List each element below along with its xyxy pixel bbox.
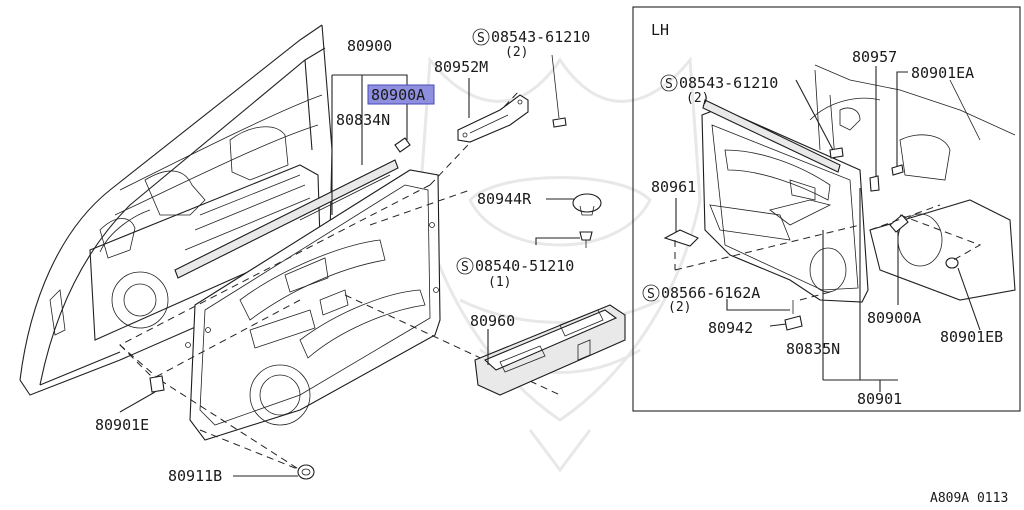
lh-label-80900A: 80900A [867,309,921,327]
qty-08540-51210: (1) [488,275,511,290]
label-80960: 80960 [470,312,515,330]
figure-reference: A809A 0113 [930,491,1008,506]
lh-assembly-lines [674,204,982,301]
pin-80900A [394,137,411,153]
screw-symbol-icon [456,257,474,275]
screw-08540-51210 [579,231,593,248]
screw-symbol-s: S [461,260,469,275]
qty-08543-61210: (2) [505,45,528,60]
lh-door-body [809,64,1016,301]
labels-main: 80900 80900A 80834N 80952M S 08543-61210… [95,28,590,485]
lh-qty-08543-61210: (2) [686,91,709,106]
highlight-80900A [367,84,435,105]
clip-80901E [149,375,165,393]
label-80900: 80900 [347,37,392,55]
label-08540-51210: 08540-51210 [475,257,574,275]
screw-symbol-s: S [647,287,655,302]
lh-leader-lines [675,66,981,392]
screw-symbol-s: S [665,77,673,92]
screw-symbol-icon [642,284,660,302]
lh-label-80942: 80942 [708,319,753,337]
lh-label-80901EA: 80901EA [911,64,974,82]
switch-bezel-80960 [474,304,626,396]
label-80900A[interactable]: 80900A [371,86,425,104]
inset-title: LH [651,21,669,39]
lh-qty-08566-6162A: (2) [668,300,691,315]
label-80952M: 80952M [434,58,488,76]
lh-label-08543-61210: 08543-61210 [679,74,778,92]
label-80834N: 80834N [336,111,390,129]
bracket-80952M [457,94,529,143]
screw-08543-61210 [551,54,567,128]
clip-80944R [572,193,602,216]
weatherstrip-80834N [174,159,399,279]
screw-symbol-icon [660,74,678,92]
lh-small-parts [663,147,959,331]
door-trim-panel [185,169,441,441]
label-80901E: 80901E [95,416,149,434]
lh-label-80901: 80901 [857,390,902,408]
lh-inset [632,6,1021,412]
label-08543-61210: 08543-61210 [491,28,590,46]
screw-80911B [297,464,315,480]
lh-label-80957: 80957 [852,48,897,66]
label-80944R: 80944R [477,190,532,208]
lh-label-80835N: 80835N [786,340,840,358]
lh-label-08566-6162A: 08566-6162A [661,284,760,302]
label-80911B: 80911B [168,467,222,485]
screw-symbol-icon [472,28,490,46]
lh-label-80961: 80961 [651,178,696,196]
lh-trim-panel [701,99,869,303]
screw-symbol-s: S [477,31,485,46]
labels-lh: LH S 08543-61210 (2) 80957 80901EA 80961… [642,21,1003,408]
leader-lines-main [119,74,580,477]
lh-label-80901EB: 80901EB [940,328,1003,346]
